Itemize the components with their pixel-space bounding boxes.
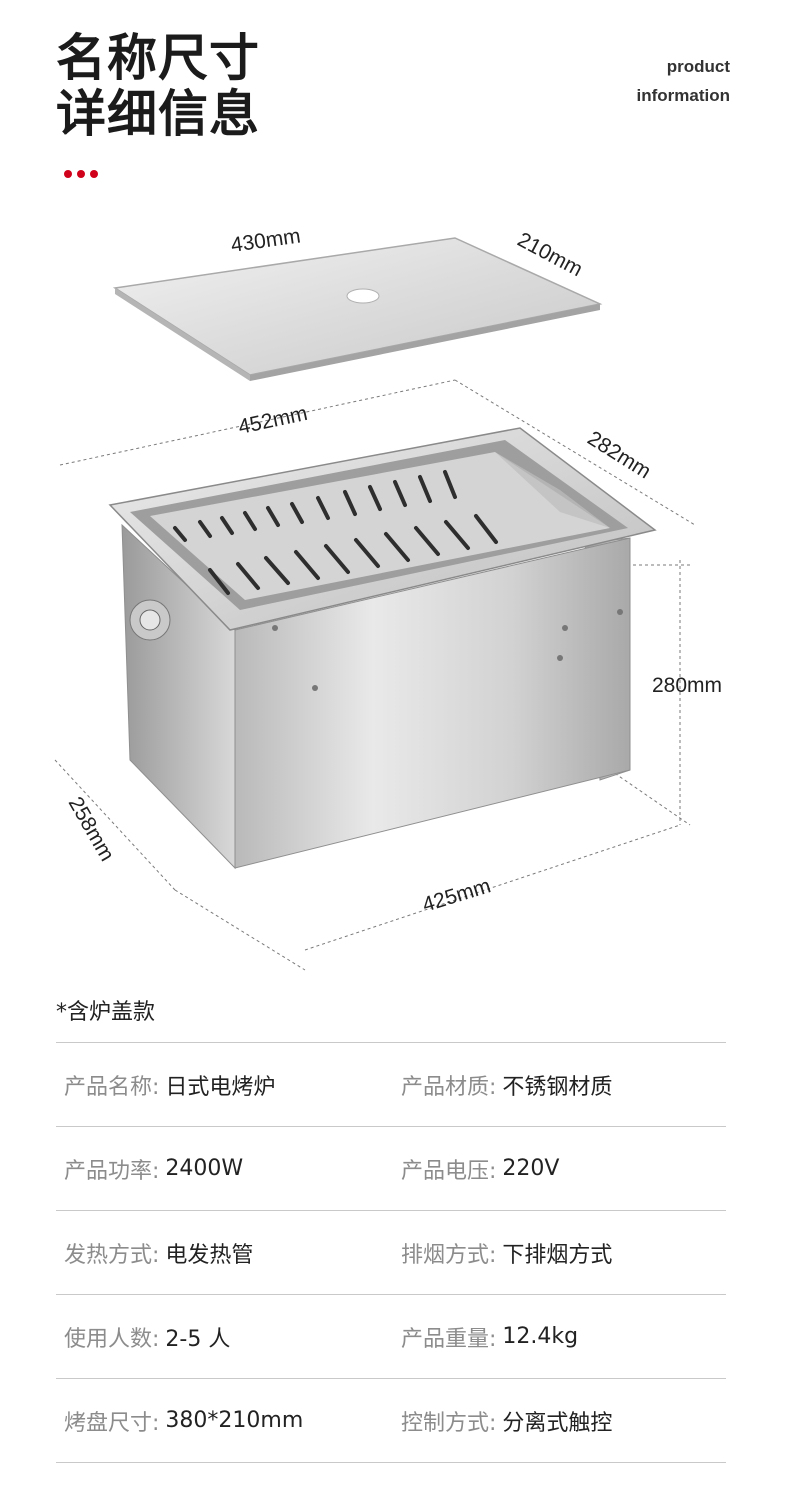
spec-item: 产品电压: 220V <box>391 1153 726 1185</box>
spec-row: 烤盘尺寸: 380*210mm 控制方式: 分离式触控 <box>56 1379 726 1463</box>
subtitle-line-2: information <box>636 86 731 105</box>
spec-label: 排烟方式: <box>401 1242 497 1268</box>
spec-item: 产品功率: 2400W <box>56 1153 391 1185</box>
spec-value: 分离式触控 <box>502 1410 613 1436</box>
spec-value: 电发热管 <box>165 1242 254 1268</box>
spec-value: 2-5 人 <box>165 1326 231 1352</box>
spec-value: 不锈钢材质 <box>502 1074 613 1100</box>
lid-length-label: 430mm <box>229 224 302 257</box>
spec-item: 发热方式: 电发热管 <box>56 1237 391 1269</box>
control-knob-icon <box>129 599 171 641</box>
spec-value: 2400W <box>165 1156 244 1181</box>
title-line-2: 详细信息 <box>56 85 260 143</box>
lid-plate <box>112 237 603 381</box>
spec-value: 日式电烤炉 <box>165 1074 276 1100</box>
spec-row: 使用人数: 2-5 人 产品重量: 12.4kg <box>56 1295 726 1379</box>
spec-label: 产品重量: <box>401 1326 497 1352</box>
dimension-lines <box>54 379 696 971</box>
bottom-length-label: 425mm <box>420 874 494 916</box>
grill-slots <box>173 470 498 595</box>
spec-item: 烤盘尺寸: 380*210mm <box>56 1405 391 1437</box>
spec-label: 产品电压: <box>401 1158 497 1184</box>
height-label: 280mm <box>652 674 722 697</box>
spec-label: 产品名称: <box>64 1074 160 1100</box>
dot-icon <box>90 170 98 178</box>
dot-icon <box>77 170 85 178</box>
spec-label: 使用人数: <box>64 1326 160 1352</box>
spec-row: 产品名称: 日式电烤炉 产品材质: 不锈钢材质 <box>56 1043 726 1127</box>
page-title: 名称尺寸 详细信息 <box>56 30 260 142</box>
top-length-label: 452mm <box>236 402 309 439</box>
page-subtitle: product information <box>637 52 731 110</box>
title-line-1: 名称尺寸 <box>56 29 260 87</box>
spec-label: 产品功率: <box>64 1158 160 1184</box>
top-width-label: 282mm <box>583 427 655 484</box>
spec-row: 产品功率: 2400W 产品电压: 220V <box>56 1127 726 1211</box>
spec-item: 产品重量: 12.4kg <box>391 1321 726 1353</box>
spec-table: 产品名称: 日式电烤炉 产品材质: 不锈钢材质 产品功率: 2400W 产品电压… <box>56 1042 726 1463</box>
subtitle-line-1: product <box>666 57 730 76</box>
spec-value: 12.4kg <box>502 1324 579 1349</box>
spec-item: 产品名称: 日式电烤炉 <box>56 1069 391 1101</box>
spec-value: 220V <box>502 1156 560 1181</box>
lid-note: *含炉盖款 <box>56 1000 156 1025</box>
decorative-dots <box>64 170 98 178</box>
spec-label: 产品材质: <box>401 1074 497 1100</box>
spec-label: 烤盘尺寸: <box>64 1410 160 1436</box>
product-dimension-diagram: 430mm 210mm 452mm 282mm 280mm 258mm 425m… <box>0 200 790 980</box>
spec-item: 使用人数: 2-5 人 <box>56 1321 391 1353</box>
spec-label: 控制方式: <box>401 1410 497 1436</box>
spec-item: 产品材质: 不锈钢材质 <box>391 1069 726 1101</box>
bottom-depth-label: 258mm <box>64 793 119 865</box>
spec-value: 下排烟方式 <box>502 1242 613 1268</box>
spec-item: 排烟方式: 下排烟方式 <box>391 1237 726 1269</box>
spec-value: 380*210mm <box>165 1408 304 1433</box>
spec-row: 发热方式: 电发热管 排烟方式: 下排烟方式 <box>56 1211 726 1295</box>
dot-icon <box>64 170 72 178</box>
spec-item: 控制方式: 分离式触控 <box>391 1405 726 1437</box>
spec-label: 发热方式: <box>64 1242 160 1268</box>
